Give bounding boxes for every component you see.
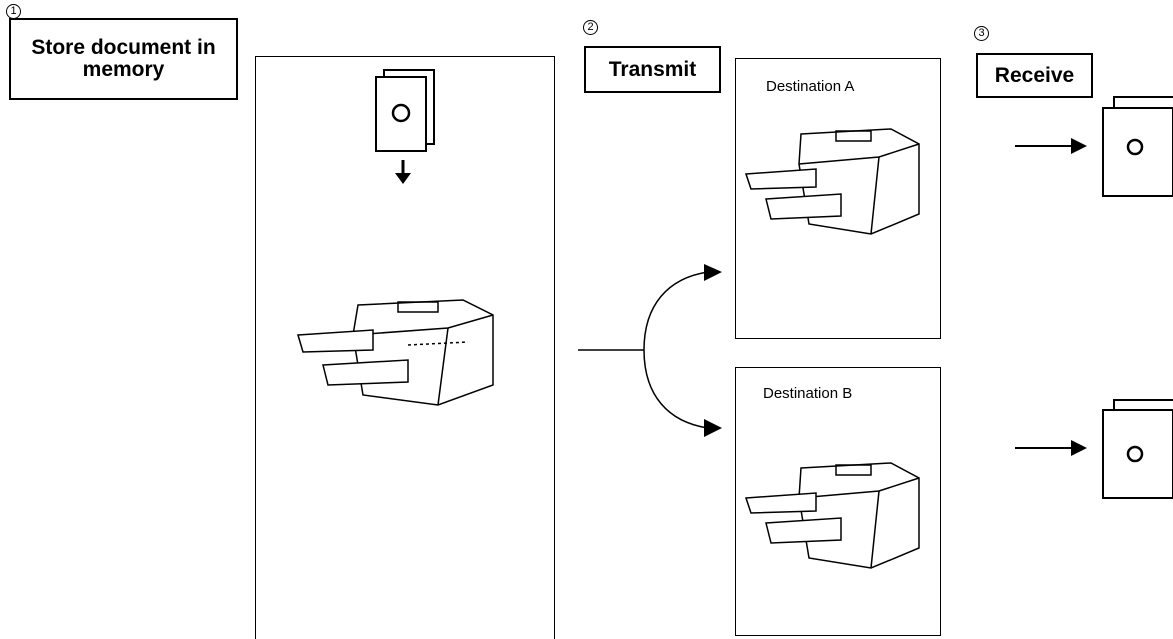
received-document-b-icon xyxy=(1015,400,1173,500)
destination-a-panel: Destination A xyxy=(735,58,941,339)
destination-b-label: Destination B xyxy=(763,385,852,402)
destination-b-panel: Destination B xyxy=(735,367,941,636)
destination-a-label: Destination A xyxy=(766,78,854,95)
step-3-label: Receive xyxy=(976,53,1093,98)
received-document-a-icon xyxy=(1015,94,1173,194)
step-1-number: 1 xyxy=(6,2,21,19)
step-3-number: 3 xyxy=(974,24,989,41)
step-2-label: Transmit xyxy=(584,46,721,93)
fax-machine-icon xyxy=(288,290,503,420)
transmit-arrows xyxy=(578,250,728,450)
step-2-number: 2 xyxy=(583,18,598,35)
fax-machine-icon xyxy=(741,119,941,249)
step-1-label: Store document in memory xyxy=(9,18,238,100)
document-stack-icon xyxy=(366,69,446,194)
fax-machine-icon xyxy=(741,453,941,583)
